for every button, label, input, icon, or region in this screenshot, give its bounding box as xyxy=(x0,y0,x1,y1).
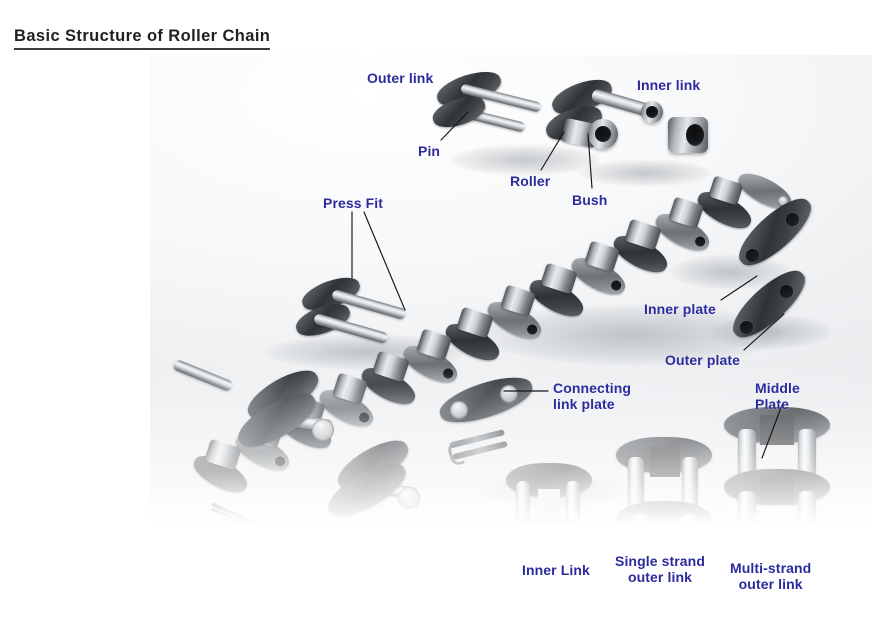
multi-strand-specimen xyxy=(724,407,830,555)
cotter-pin xyxy=(206,499,256,536)
shadow xyxy=(580,160,710,186)
offset-link-a xyxy=(228,361,378,483)
label-bush: Bush xyxy=(572,192,608,208)
label-inner-plate: Inner plate xyxy=(644,301,716,317)
label-multi-strand-outer-link: Multi-strand outer link xyxy=(730,560,812,592)
label-inner-link: Inner link xyxy=(637,77,701,93)
press-fit-link xyxy=(292,271,425,367)
label-single-strand-outer-link: Single strand outer link xyxy=(615,553,705,585)
bush-part xyxy=(588,119,618,149)
single-strand-pin-right xyxy=(682,457,698,515)
outer-link-assembly xyxy=(429,65,552,157)
inner-plate-loose xyxy=(730,189,840,285)
specimen-pin-right xyxy=(566,481,580,529)
specimen-pin-left xyxy=(516,481,530,529)
offset-hole-b xyxy=(398,487,420,509)
label-middle-plate: Middle Plate xyxy=(755,380,800,412)
connecting-link xyxy=(435,368,568,479)
offset-hole-a xyxy=(312,419,334,441)
outer-plate-loose xyxy=(724,261,834,357)
inner-link-specimen xyxy=(506,463,592,555)
spring-clip xyxy=(446,428,514,472)
label-roller: Roller xyxy=(510,173,551,189)
label-pin: Pin xyxy=(418,143,441,159)
label-inner-link-bottom: Inner Link xyxy=(522,562,590,578)
loose-bush xyxy=(668,117,708,153)
label-outer-link: Outer link xyxy=(367,70,434,86)
label-outer-plate: Outer plate xyxy=(665,352,741,368)
roller-chain-diagram-photo xyxy=(150,55,872,555)
shadow xyxy=(450,145,600,175)
label-press-fit: Press Fit xyxy=(323,195,384,211)
multi-pin-right-upper xyxy=(798,429,816,483)
page-title: Basic Structure of Roller Chain xyxy=(14,27,271,50)
label-connecting-link-plate: Connecting link plate xyxy=(553,380,631,412)
offset-link-b xyxy=(318,431,468,553)
inner-link-assembly xyxy=(541,73,675,177)
single-strand-specimen xyxy=(616,437,712,547)
single-strand-pin-left xyxy=(628,457,644,515)
bush-bore-upper xyxy=(641,101,663,123)
